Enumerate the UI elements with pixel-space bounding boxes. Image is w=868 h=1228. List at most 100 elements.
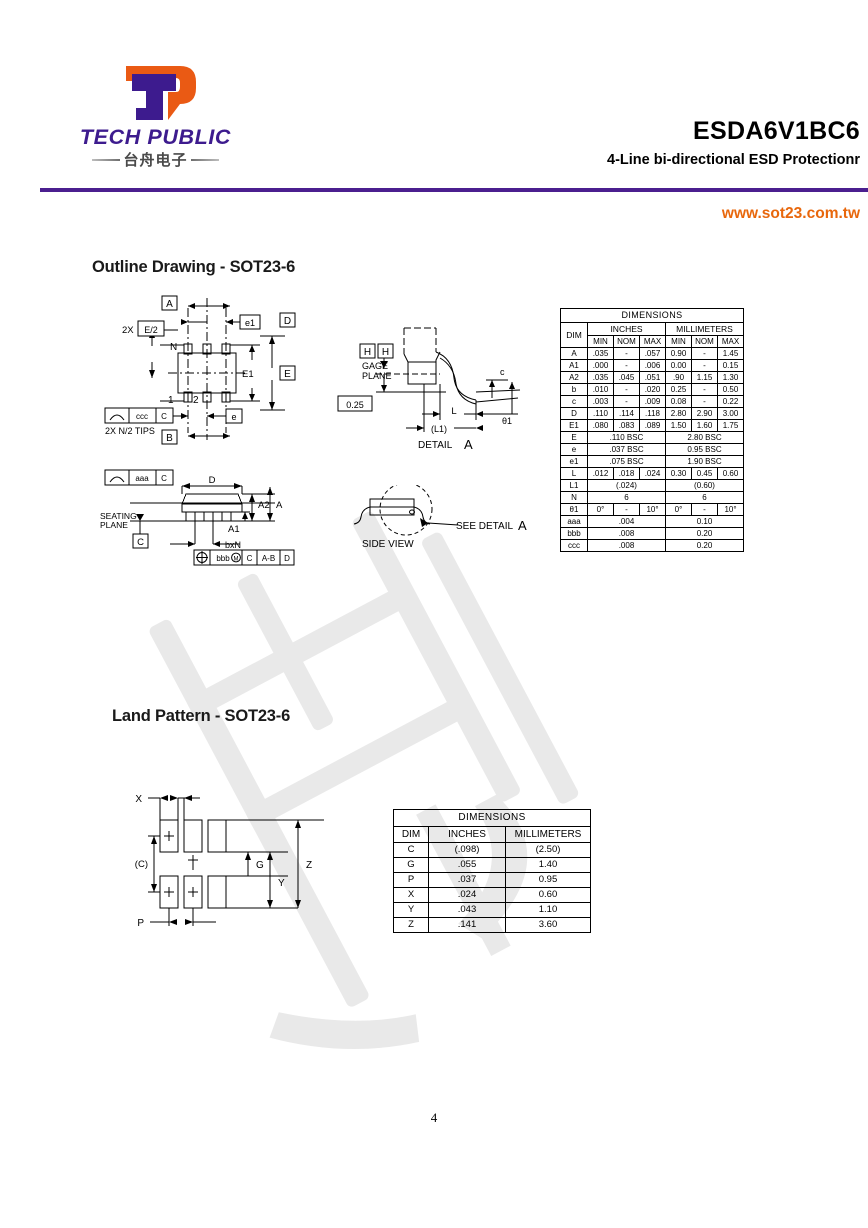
land-dimensions-table-wrap: DIMENSIONS DIM INCHES MILLIMETERS C(.098… (393, 809, 591, 933)
dim-value-cell: 1.30 (717, 371, 744, 384)
dim-inches-cell: .141 (428, 917, 506, 933)
dim-value-cell: 1.15 (691, 371, 718, 384)
dim-value-cell: - (613, 503, 640, 516)
dim-value-cell: 1.45 (717, 347, 744, 360)
outline-top-view-drawing: A B D E e1 e E/2 2X E1 N 1 2 (100, 288, 325, 453)
dim-value-cell: .080 (587, 419, 614, 432)
dim-label-cell: aaa (560, 515, 588, 528)
label-e1-pitch: e1 (245, 318, 255, 328)
outline-dims-head: DIMENSIONS DIM INCHES MILLIMETERS MIN NO… (560, 308, 744, 348)
dim-value-cell: - (691, 383, 718, 396)
dim-value-cell: .009 (639, 395, 666, 408)
dim-value-cell: - (613, 383, 640, 396)
outline-sub-inch-max: MAX (639, 335, 666, 348)
dim-label-cell: N (560, 491, 588, 504)
label-datum-h-1: H (364, 347, 371, 358)
dim-value-cell-span: 0.20 (665, 527, 744, 540)
logo-rule-right (190, 159, 219, 161)
dim-label-cell: ccc (560, 539, 588, 552)
outline-dims-title: DIMENSIONS (560, 308, 744, 323)
dim-label-cell: e (560, 443, 588, 456)
outline-sub-inch-nom: NOM (613, 335, 640, 348)
logo-chinese-name: 台舟电子 (123, 150, 188, 169)
label-datum-e: E (284, 369, 291, 380)
dim-value-cell: 0.30 (665, 467, 692, 480)
label-fcf-datum-c: C (161, 412, 167, 421)
dim-label-cell: c (560, 395, 588, 408)
land-label-y: Y (278, 878, 285, 889)
label-lead-l: L (451, 406, 456, 417)
label-lead-l1: (L1) (431, 424, 447, 434)
land-pattern-drawing: X P (C) G Y Z (128, 788, 358, 933)
dim-value-cell: .051 (639, 371, 666, 384)
dim-value-cell: .114 (613, 407, 640, 420)
dim-value-cell: - (691, 359, 718, 372)
dim-label-cell: bbb (560, 527, 588, 540)
outline-dims-dim-header: DIM (560, 322, 588, 348)
dim-label-cell: C (393, 842, 429, 858)
dim-inches-cell: .043 (428, 902, 506, 918)
label-e-pitch: e (231, 412, 236, 422)
table-row-units: DIM INCHES MILLIMETERS (393, 826, 591, 843)
dim-value-cell-span: .004 (587, 515, 666, 528)
dim-value-cell: .024 (639, 467, 666, 480)
land-dims-dim-header: DIM (393, 826, 429, 843)
dim-value-cell: 0° (665, 503, 692, 516)
header-divider (40, 188, 868, 192)
dim-inches-cell: .055 (428, 857, 506, 873)
page-number: 4 (430, 1110, 438, 1125)
dim-value-cell-span: 0.10 (665, 515, 744, 528)
dim-value-cell: 1.75 (717, 419, 744, 432)
dim-value-cell-span: .110 BSC (587, 431, 666, 444)
see-detail-a-letter: A (518, 518, 527, 533)
dim-value-cell: .118 (639, 407, 666, 420)
dim-label-cell: D (560, 407, 588, 420)
label-datum-d: D (284, 316, 291, 327)
dim-value-cell: 0.60 (717, 467, 744, 480)
outline-sub-inch-min: MIN (587, 335, 614, 348)
dim-value-cell: .000 (587, 359, 614, 372)
label-e-half: E/2 (144, 325, 158, 335)
page-header: TECH PUBLIC 台舟电子 ESDA6V1BC6 4-Line bi-di… (0, 0, 868, 230)
table-row: L1(.024)(0.60) (560, 479, 744, 492)
dim-label-cell: Y (393, 902, 429, 918)
dim-label-cell: E1 (560, 419, 588, 432)
dim-value-cell: - (691, 347, 718, 360)
dim-value-cell: .045 (613, 371, 640, 384)
dim-mm-cell: 0.60 (505, 887, 591, 903)
dim-value-cell-span: 0.95 BSC (665, 443, 744, 456)
land-dims-title: DIMENSIONS (393, 809, 591, 827)
dim-inches-cell: .037 (428, 872, 506, 888)
outline-sub-mm-max: MAX (717, 335, 744, 348)
part-subtitle: 4-Line bi-directional ESD Protectionr (607, 151, 860, 168)
dim-value-cell: - (613, 395, 640, 408)
detail-a-caption-letter: A (464, 437, 473, 452)
dim-label-cell: θ1 (560, 503, 588, 516)
outline-sub-mm-min: MIN (665, 335, 692, 348)
label-fcf-aaa: aaa (135, 474, 149, 483)
dim-mm-cell: 0.95 (505, 872, 591, 888)
dim-value-cell-span: 6 (587, 491, 666, 504)
outline-dimensions-table-wrap: DIMENSIONS DIM INCHES MILLIMETERS MIN NO… (560, 308, 744, 552)
dim-value-cell: 0.15 (717, 359, 744, 372)
dim-value-cell: 3.00 (717, 407, 744, 420)
dim-label-cell: G (393, 857, 429, 873)
dim-label-cell: A (560, 347, 588, 360)
dim-value-cell-span: (0.60) (665, 479, 744, 492)
table-row-title: DIMENSIONS (393, 809, 591, 827)
label-datum-h-2: H (382, 347, 389, 358)
label-2x-e-half: 2X (122, 325, 134, 336)
label-thickness-c: c (500, 367, 505, 377)
label-pos-datum-ab: A-B (262, 554, 275, 563)
